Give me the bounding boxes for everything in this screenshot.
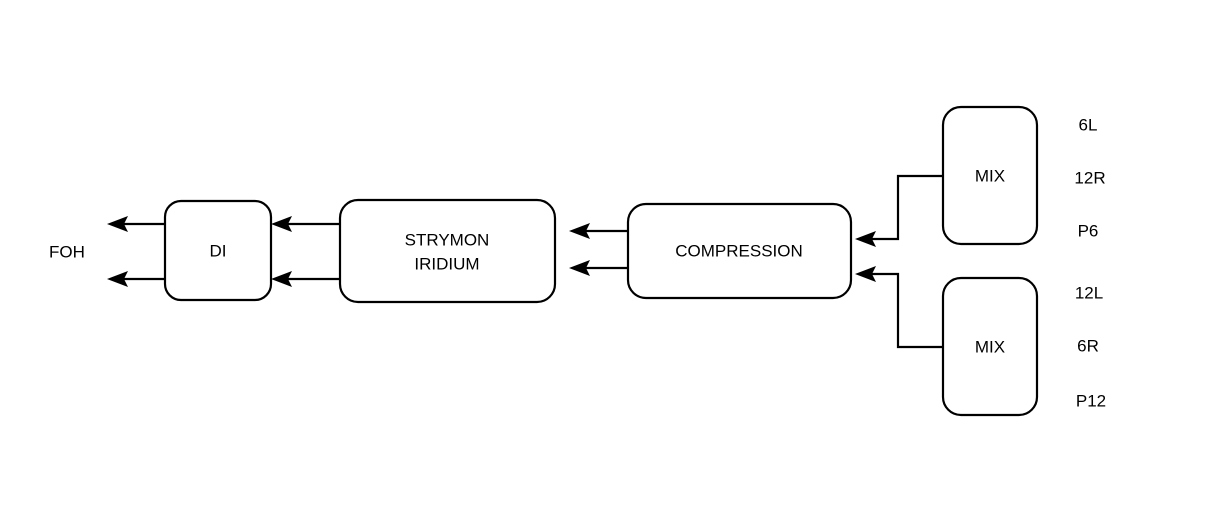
node-strymon-iridium[interactable]: STRYMON IRIDIUM [338,198,557,304]
node-di-shape[interactable] [163,199,273,302]
arrow-head-icon [107,216,128,232]
endpoint-label-foh: FOH [49,242,85,261]
connector-strymon-to-di-lower [271,271,340,287]
arrow-head-icon [107,271,128,287]
connector-compression-to-strymon-upper [569,223,628,239]
arrow-head-icon [271,271,292,287]
side-label-bottom-2: 6R [1077,336,1099,355]
arrow-head-icon [855,266,876,282]
connector-di-to-foh-lower [107,271,165,287]
node-compression[interactable]: COMPRESSION [626,202,853,300]
side-label-bottom-3: P12 [1076,391,1106,410]
node-mix-top-shape[interactable] [941,105,1039,246]
connector-mix-top-to-compression [855,174,943,247]
arrow-head-icon [271,216,292,232]
arrow-head-icon [569,223,590,239]
arrow-head-icon [855,231,876,247]
side-label-top-3: P6 [1078,221,1099,240]
connector-mix-bottom-to-compression [855,266,943,349]
connector-compression-to-strymon-lower [569,260,628,276]
node-compression-shape[interactable] [626,202,853,300]
connector-di-to-foh-upper [107,216,165,232]
node-di[interactable]: DI [163,199,273,302]
node-mix-bottom[interactable]: MIX [941,276,1039,417]
side-label-top-2: 12R [1074,168,1105,187]
node-compression-label: COMPRESSION [675,241,803,260]
node-mix-top[interactable]: MIX [941,105,1039,246]
node-strymon-iridium-label-line2: IRIDIUM [414,254,479,273]
node-mix-top-label: MIX [975,166,1005,185]
node-mix-bottom-label: MIX [975,337,1005,356]
node-mix-bottom-shape[interactable] [941,276,1039,417]
side-label-bottom-1: 12L [1075,283,1103,302]
side-label-top-1: 6L [1079,115,1098,134]
node-di-label: DI [210,241,227,260]
arrow-head-icon [569,260,590,276]
connector-strymon-to-di-upper [271,216,340,232]
node-strymon-iridium-shape[interactable] [338,198,557,304]
node-strymon-iridium-label-line1: STRYMON [405,230,490,249]
